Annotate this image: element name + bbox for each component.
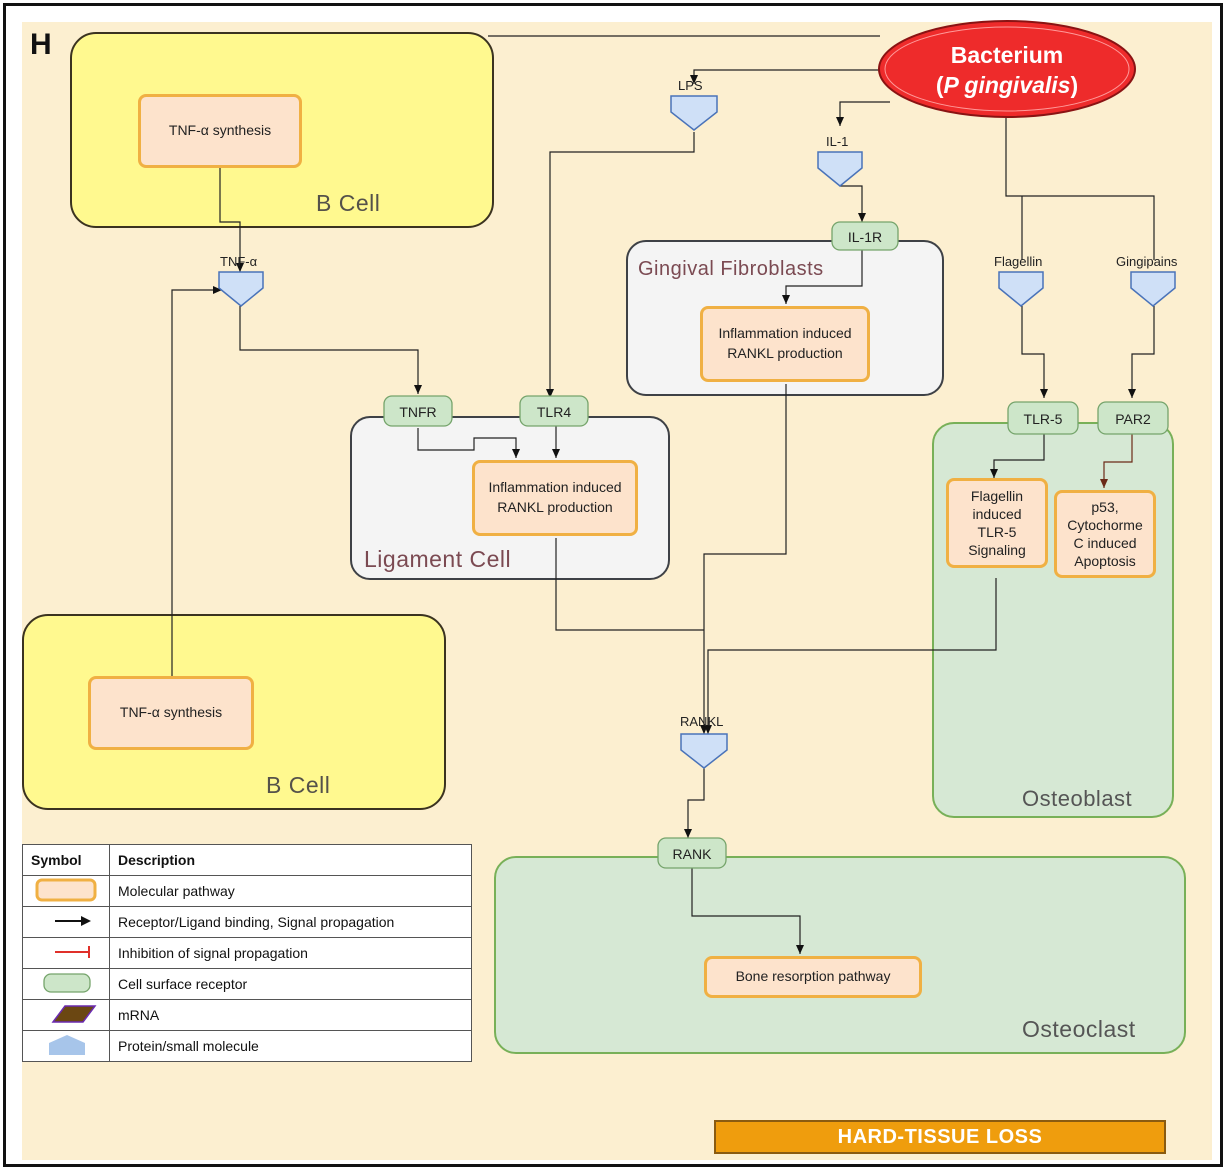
flagellin-tlr5-pathway: Flagellin induced TLR-5 Signaling — [946, 478, 1048, 568]
p53-apoptosis-pathway: p53, Cytochorme C induced Apoptosis — [1054, 490, 1156, 578]
lps-molecule — [670, 95, 718, 131]
wire-lps-tlr4 — [546, 132, 695, 398]
wire-gingipains-par2 — [1128, 306, 1155, 398]
il1r-receptor — [831, 221, 899, 251]
par2-label: PAR2 — [1115, 411, 1151, 427]
legend-description: Molecular pathway — [109, 875, 472, 907]
tnfr-receptor — [383, 395, 453, 427]
legend-row: Molecular pathway — [22, 875, 472, 907]
ligament-rankl-pathway: Inflammation induced RANKL production — [472, 460, 638, 536]
legend-header-row: Symbol Description — [22, 844, 472, 876]
tlr5-receptor — [1007, 401, 1079, 435]
rankl-molecule — [680, 733, 728, 769]
wire-tnfa-tnfr — [239, 306, 422, 394]
par2-receptor — [1097, 401, 1169, 435]
b-cell-top-label: B Cell — [316, 190, 381, 216]
legend-row: Cell surface receptor — [22, 968, 472, 1000]
osteoclast-label: Osteoclast — [1022, 1016, 1136, 1042]
wire-rank-bone — [691, 868, 804, 954]
tnf-synthesis-top: TNF-α synthesis — [138, 94, 302, 168]
wire-tnfr-pathway — [417, 428, 520, 458]
legend-description: mRNA — [109, 999, 472, 1031]
flagellin-molecule — [998, 271, 1044, 307]
wire-tnfsyn-tnfa — [219, 168, 244, 272]
gingipains-molecule — [1130, 271, 1176, 307]
legend-description: Protein/small molecule — [109, 1030, 472, 1062]
black-arrow-icon — [55, 915, 91, 926]
fibroblast-rankl-pathway: Inflammation induced RANKL production — [700, 306, 870, 382]
lps-label: LPS — [678, 78, 703, 93]
gingipains-label: Gingipains — [1116, 254, 1178, 269]
legend-header-symbol: Symbol — [22, 844, 110, 876]
tlr4-label: TLR4 — [536, 404, 572, 420]
wire-flagellin-rankl — [704, 578, 997, 734]
rankl-label: RANKL — [680, 714, 724, 729]
ligament-cell-label: Ligament Cell — [364, 546, 512, 572]
osteoblast-label: Osteoblast — [1022, 786, 1133, 811]
legend-row: Protein/small molecule — [22, 1030, 472, 1062]
hard-tissue-loss-banner: HARD-TISSUE LOSS — [714, 1120, 1166, 1154]
red-inhibition-icon — [55, 945, 90, 958]
legend-row: Receptor/Ligand binding, Signal propagat… — [22, 906, 472, 938]
mrna-icon — [51, 1004, 97, 1023]
rank-label: RANK — [672, 846, 712, 862]
tnfa-label: TNF-α — [220, 254, 258, 269]
flagellin-label: Flagellin — [994, 254, 1043, 269]
tlr4-receptor — [519, 395, 589, 427]
il1-molecule — [817, 151, 863, 187]
wire-tlr5-flagellin — [990, 434, 1045, 478]
molecular-pathway-icon — [35, 878, 97, 901]
bacterium-species-name: P gingivalis — [943, 72, 1071, 98]
legend-header-description: Description — [109, 844, 472, 876]
il1-label: IL-1 — [826, 134, 849, 149]
wire-bacterium-trunk — [1005, 118, 1155, 260]
legend-description: Receptor/Ligand binding, Signal propagat… — [109, 906, 472, 938]
bone-resorption-pathway: Bone resorption pathway — [704, 956, 922, 998]
tnfr-label: TNFR — [399, 404, 437, 420]
wire-bottom-tnfa — [171, 286, 222, 676]
wire-rankl-rank — [684, 768, 705, 838]
wire-fibro-rankl — [700, 384, 787, 734]
b-cell-bottom-label: B Cell — [266, 772, 331, 798]
tnf-synthesis-bottom: TNF-α synthesis — [88, 676, 254, 750]
rank-receptor — [657, 837, 727, 869]
bacterium-title: Bacterium — [950, 42, 1064, 68]
legend-row: Inhibition of signal propagation — [22, 937, 472, 969]
legend-table: Symbol Description Molecular pathway Rec… — [22, 844, 472, 1062]
wire-bacterium-lps — [690, 69, 880, 84]
tlr5-label: TLR-5 — [1023, 411, 1063, 427]
osteoclast-cell — [494, 856, 1186, 1054]
wire-flagellin-tlr5 — [1021, 306, 1048, 398]
legend-row: mRNA — [22, 999, 472, 1031]
wire-il1r-fibro — [782, 250, 863, 304]
tnfa-molecule — [218, 271, 264, 307]
legend-description: Inhibition of signal propagation — [109, 937, 472, 969]
cell-surface-receptor-icon — [43, 972, 91, 993]
bacterium-shape — [878, 20, 1136, 118]
protein-small-molecule-icon — [49, 1034, 85, 1055]
wire-ligament-rankl — [555, 538, 704, 631]
wire-bacterium-il1 — [836, 101, 890, 126]
wire-par2-p53 — [1100, 434, 1133, 488]
legend-description: Cell surface receptor — [109, 968, 472, 1000]
bacterium-species: (P gingivalis) — [935, 72, 1079, 98]
gingival-fibroblasts-label: Gingival Fibroblasts — [638, 258, 824, 280]
panel-letter: H — [30, 28, 52, 61]
il1r-label: IL-1R — [847, 229, 883, 245]
wire-il1-il1r — [840, 185, 866, 222]
